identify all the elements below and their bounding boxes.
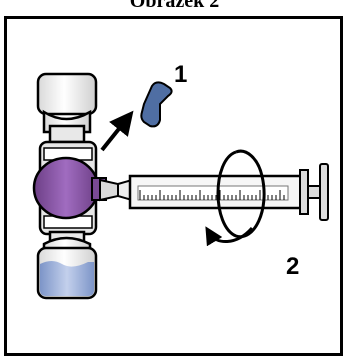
step-2-label: 2: [286, 253, 299, 280]
blue-cap-icon: [141, 82, 171, 126]
syringe-icon: [118, 164, 328, 220]
vial-adapter-icon: [34, 142, 118, 234]
arrow-up-icon: [102, 120, 126, 150]
bottom-vial: [38, 232, 96, 298]
liquid: [40, 261, 94, 296]
top-vial: [38, 74, 96, 142]
step-1-label: 1: [174, 61, 187, 88]
